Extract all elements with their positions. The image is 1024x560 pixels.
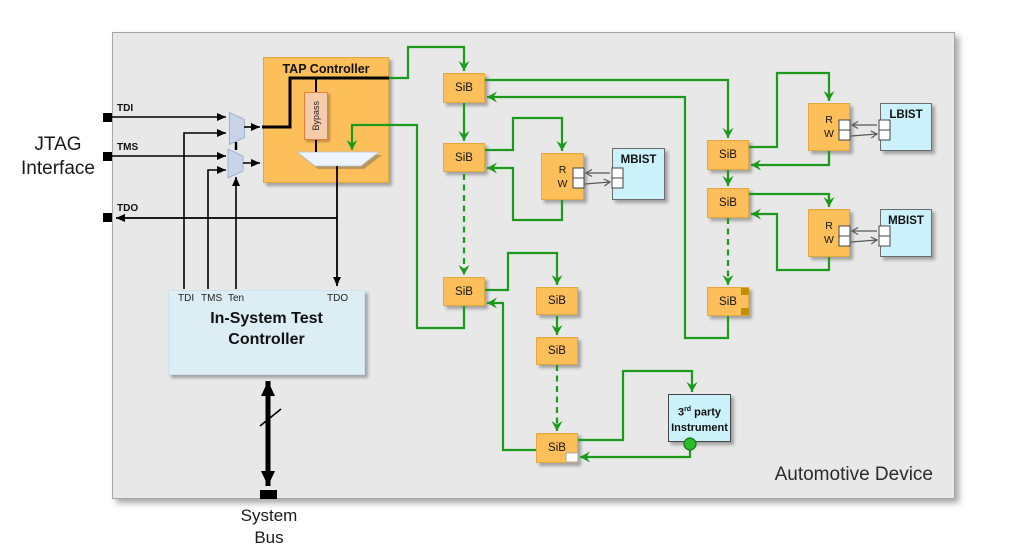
istc-port-tdi: TDI (178, 293, 195, 304)
istc-port-ten: Ten (228, 293, 245, 304)
jtag-label-line2: Interface (21, 158, 95, 179)
system-bus-label: System Bus (219, 505, 319, 549)
rw-br-w: W (824, 234, 834, 246)
sib-9-label: SiB (719, 295, 737, 308)
rw-mid-w: W (557, 178, 568, 190)
istc-port-tdo: TDO (327, 293, 349, 304)
sib-box-7: SiB (707, 140, 749, 170)
istc-title-line1: In-System Test (210, 310, 323, 327)
rw-br-r: R (825, 220, 833, 232)
sib-box-5: SiB (536, 337, 578, 365)
rw-tr-r: R (825, 114, 833, 126)
lbist-box: LBIST (880, 103, 932, 151)
rw-tr-w: W (824, 128, 834, 140)
lbist-label: LBIST (889, 109, 923, 121)
sib-box-1: SiB (443, 73, 485, 103)
jtag-pin-tdi (103, 113, 112, 122)
third-party-line1: 3rd party (678, 402, 721, 421)
sib-7-label: SiB (719, 149, 737, 161)
sib-2-label: SiB (455, 151, 473, 164)
jtag-pin-tdo (103, 213, 112, 222)
rw-bridge-top-right: R W (808, 103, 850, 151)
third-party-line2: Instrument (671, 421, 728, 434)
sib-box-8: SiB (707, 188, 749, 218)
sib-5-label: SiB (548, 345, 566, 357)
mbist-box-right: MBIST (880, 209, 932, 257)
sib-box-9: SiB (707, 287, 749, 316)
sib-box-3: SiB (443, 277, 485, 306)
mbist-mid-label: MBIST (620, 154, 657, 166)
rw-bridge-bottom-right: R W (808, 209, 850, 257)
bypass-register: Bypass (304, 92, 328, 140)
system-bus-line1: System (240, 506, 298, 525)
in-system-test-controller-box: In-System Test Controller TDI TMS Ten TD… (168, 290, 365, 375)
tdi-pin-label: TDI (117, 103, 134, 114)
bypass-label: Bypass (311, 101, 321, 131)
third-party-sup: rd (684, 406, 692, 413)
sib-box-2: SiB (443, 143, 485, 172)
jtag-label-line1: JTAG (34, 134, 82, 155)
tap-controller-title: TAP Controller (282, 62, 370, 76)
istc-title-line2: Controller (228, 331, 305, 348)
rw-mid-r: R (558, 164, 567, 176)
sib-4-label: SiB (548, 295, 566, 307)
third-party-word: party (694, 406, 722, 419)
third-party-instrument-box: 3rd party Instrument (668, 394, 731, 442)
tms-pin-label: TMS (117, 142, 139, 153)
sib-8-label: SiB (719, 197, 737, 209)
sib-1-label: SiB (455, 82, 473, 94)
sib-3-label: SiB (455, 285, 473, 298)
istc-port-tms: TMS (201, 293, 223, 304)
istc-title: In-System Test Controller (169, 308, 364, 350)
rw-bridge-mid: R W (541, 153, 584, 200)
automotive-device-label: Automotive Device (774, 464, 933, 485)
tdo-pin-label: TDO (117, 203, 139, 214)
sib-box-4: SiB (536, 287, 578, 315)
mbist-box-mid: MBIST (612, 148, 665, 200)
mbist-right-label: MBIST (888, 215, 924, 227)
sib-6-label: SiB (548, 442, 566, 454)
sib-box-6: SiB (536, 433, 578, 463)
jtag-interface-label: JTAG Interface (2, 133, 114, 181)
system-bus-line2: Bus (254, 528, 284, 547)
